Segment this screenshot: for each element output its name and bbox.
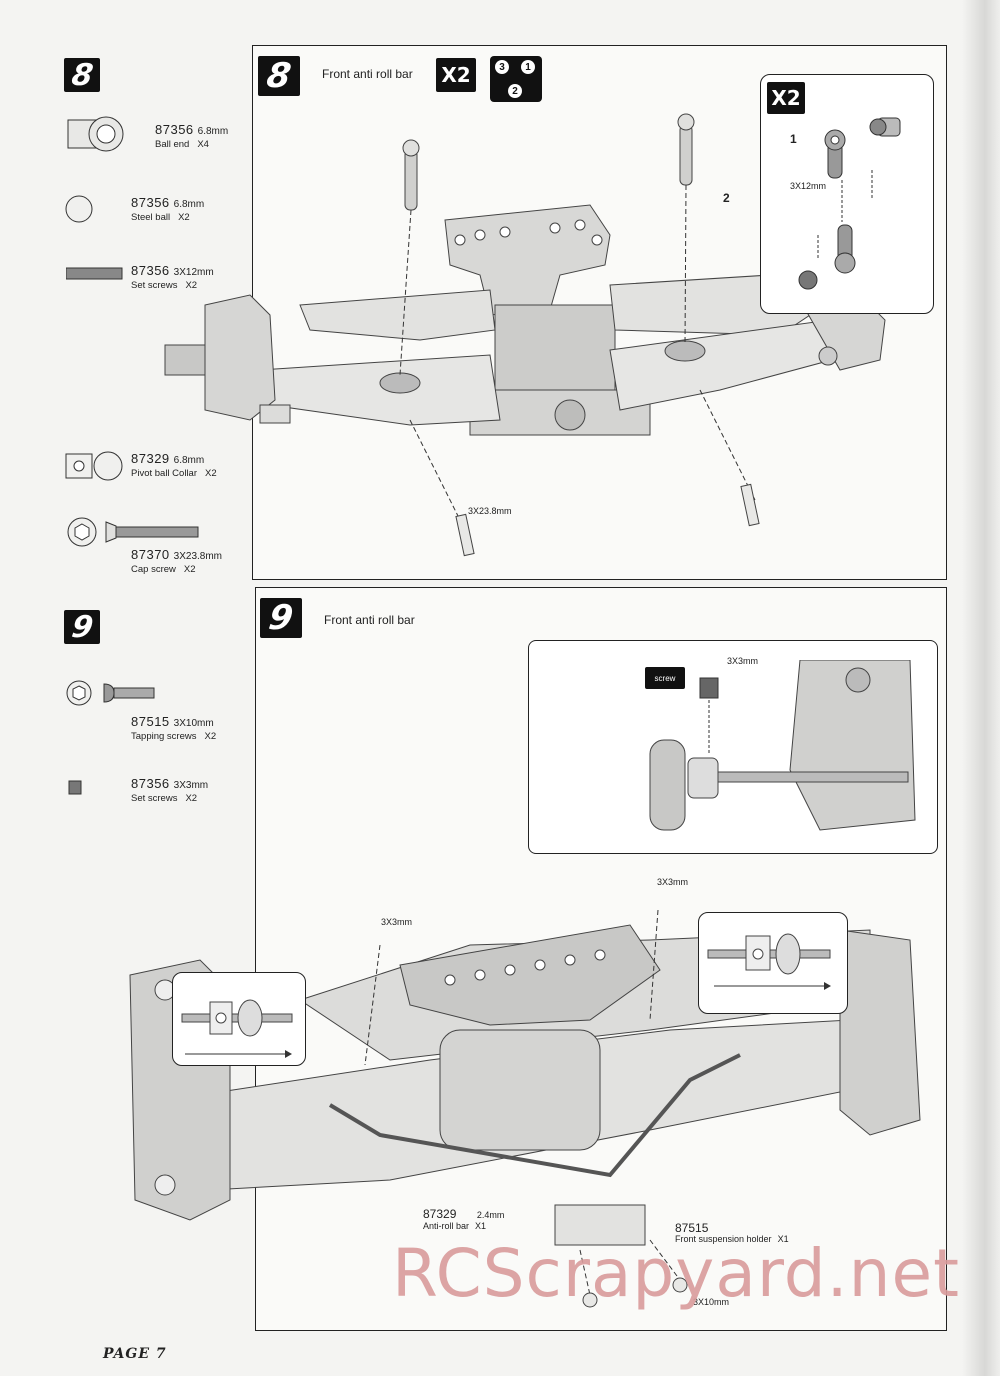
pivot-ball-collar-icon bbox=[65, 451, 123, 481]
inset-setscrew-label: 3X12mm bbox=[790, 181, 827, 191]
sequence-3: 3 bbox=[495, 60, 509, 74]
right-collar-detail bbox=[707, 933, 831, 990]
cap-screw-icon bbox=[67, 517, 199, 547]
page-number: PAGE 7 bbox=[103, 1346, 167, 1362]
left-collar-detail bbox=[181, 999, 293, 1058]
ball-end-assembly-detail bbox=[798, 117, 901, 290]
ball-end-icon bbox=[67, 116, 124, 152]
step-9-badge: 9 bbox=[260, 598, 302, 638]
screw-tag: screw bbox=[645, 667, 685, 689]
callout-bottom-screw: 3X10mm bbox=[693, 1297, 730, 1307]
anti-roll-bar-setscrew-detail bbox=[649, 660, 916, 831]
sequence-1: 1 bbox=[521, 60, 535, 74]
step-8-badge: 8 bbox=[258, 56, 300, 96]
inset-multiplier: X2 bbox=[767, 82, 805, 114]
set-screw-long-icon bbox=[66, 267, 123, 280]
steel-ball-icon bbox=[65, 195, 93, 223]
step-9-parts-badge: 9 bbox=[64, 610, 100, 645]
callout-setscrew-right: 3X3mm bbox=[657, 877, 689, 887]
set-screw-short-icon bbox=[68, 780, 82, 795]
page-edge bbox=[962, 0, 1000, 1376]
callout-setscrew-left: 3X3mm bbox=[381, 917, 413, 927]
step-9-title: Front anti roll bar bbox=[324, 613, 415, 627]
sequence-2: 2 bbox=[508, 84, 522, 98]
step-8-parts-badge: 8 bbox=[64, 58, 100, 93]
step-8-inset-frame bbox=[760, 74, 934, 314]
inset-step-2: 2 bbox=[723, 191, 730, 205]
callout-cap-screw-length: 3X23.8mm bbox=[468, 506, 512, 516]
assembly-sequence-icon: 3 1 2 bbox=[490, 56, 542, 102]
step-8-multiplier: X2 bbox=[436, 58, 476, 92]
right-collar-inset bbox=[698, 912, 848, 1014]
inset-step-1: 1 bbox=[790, 132, 797, 146]
step-8-title: Front anti roll bar bbox=[322, 67, 413, 81]
watermark: RCScrapyard.net bbox=[392, 1235, 960, 1312]
inset-setscrew-3x3-label: 3X3mm bbox=[727, 656, 759, 666]
tapping-screw-icon bbox=[66, 680, 155, 706]
